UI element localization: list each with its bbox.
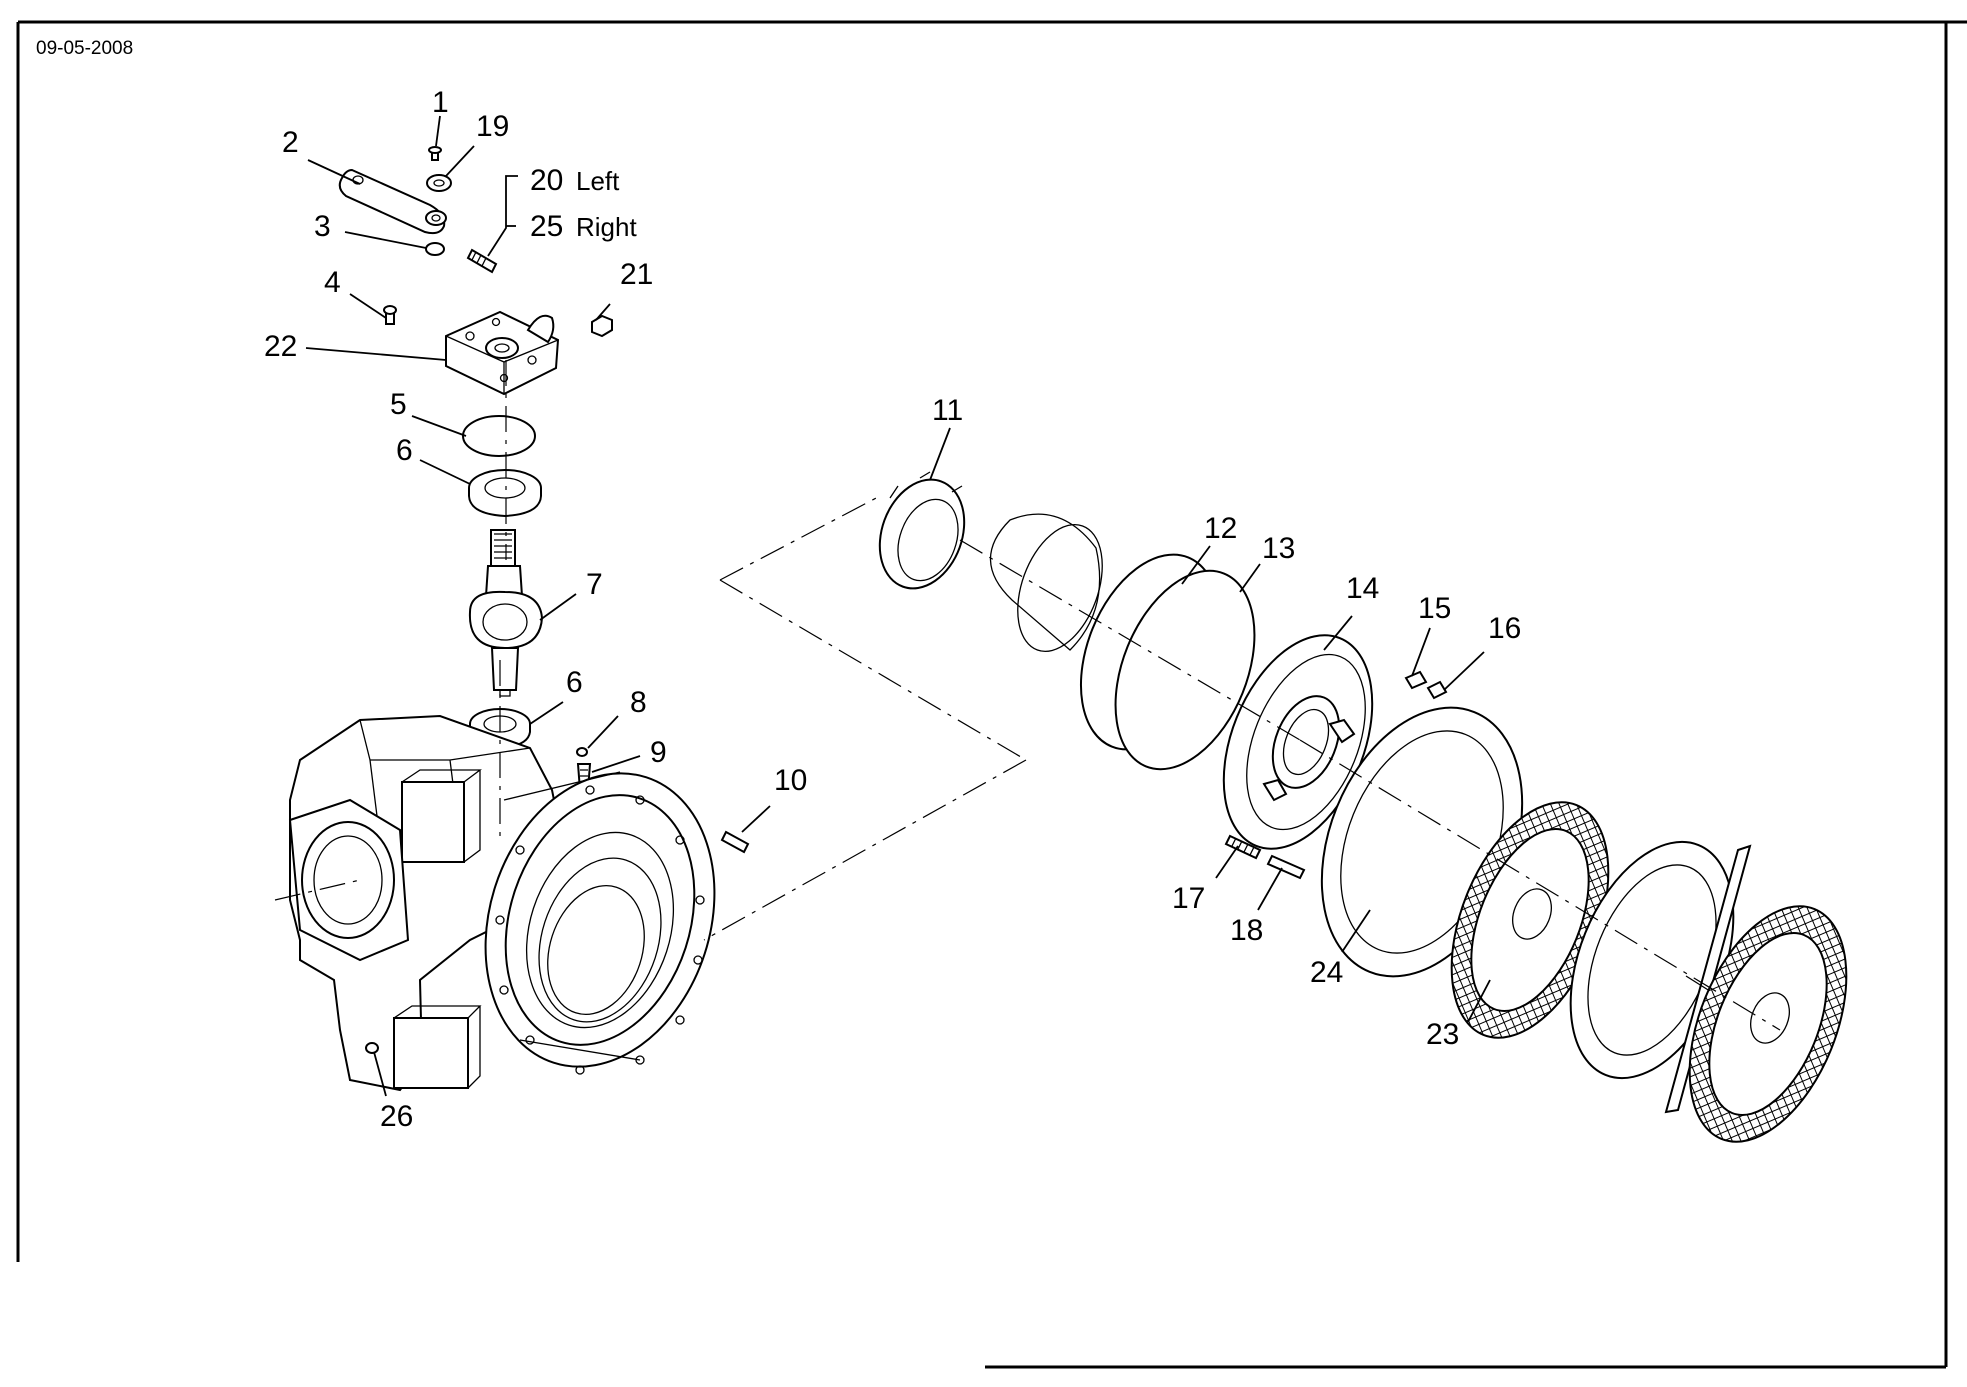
plug-26 [365, 1042, 379, 1054]
callout-25-side: Right [576, 212, 637, 242]
callout-21: 21 [620, 258, 653, 291]
nut-21 [591, 314, 613, 338]
callout-24: 24 [1310, 956, 1343, 989]
callout-12: 12 [1204, 512, 1237, 545]
callout-20: 20 [530, 164, 563, 197]
brake-assembly [878, 471, 1848, 1143]
spindle-7 [468, 529, 544, 697]
callout-labels: 1 19 2 20 Left 3 25 Right 21 4 22 5 6 7 … [264, 86, 1521, 1133]
plug-15 [1404, 670, 1428, 690]
callout-5: 5 [390, 388, 407, 421]
callout-22: 22 [264, 330, 297, 363]
callout-15: 15 [1418, 592, 1451, 625]
cap-8 [576, 747, 588, 757]
callout-25: 25 [530, 210, 563, 243]
callout-8: 8 [630, 686, 647, 719]
housing-foot [393, 1017, 469, 1089]
pin-18 [1266, 854, 1306, 880]
callout-17: 17 [1172, 882, 1205, 915]
callout-3: 3 [314, 210, 331, 243]
callout-6-top: 6 [396, 434, 413, 467]
callout-23: 23 [1426, 1018, 1459, 1051]
flange-bolt-holes [495, 785, 705, 1075]
axle-housing [288, 714, 716, 1092]
drawing-date: 09-05-2008 [36, 38, 133, 59]
callout-18: 18 [1230, 914, 1263, 947]
leader-lines [305, 115, 1491, 1097]
callout-2: 2 [282, 126, 299, 159]
nut-11 [878, 478, 966, 590]
callout-4: 4 [324, 266, 341, 299]
callout-1: 1 [432, 86, 449, 119]
callout-9: 9 [650, 736, 667, 769]
callout-10: 10 [774, 764, 807, 797]
callout-20-side: Left [576, 166, 620, 196]
ring-13 [1114, 569, 1256, 771]
callout-7: 7 [586, 568, 603, 601]
callout-6-bottom: 6 [566, 666, 583, 699]
callout-11: 11 [932, 394, 963, 427]
washer-19 [426, 174, 452, 192]
callout-16: 16 [1488, 612, 1521, 645]
callout-26: 26 [380, 1100, 413, 1133]
callout-14: 14 [1346, 572, 1379, 605]
o-ring-5 [462, 415, 536, 457]
callout-13: 13 [1262, 532, 1295, 565]
o-ring-3 [425, 242, 445, 256]
drawing-frame [16, 20, 1967, 1369]
sleeve [1017, 523, 1103, 653]
callout-19: 19 [476, 110, 509, 143]
center-lines [274, 360, 1781, 1031]
housing-block [401, 781, 465, 863]
pin-10 [720, 830, 750, 854]
screw-16 [1426, 680, 1448, 700]
pin-20-25 [466, 248, 498, 274]
steering-arm-group [338, 146, 750, 854]
